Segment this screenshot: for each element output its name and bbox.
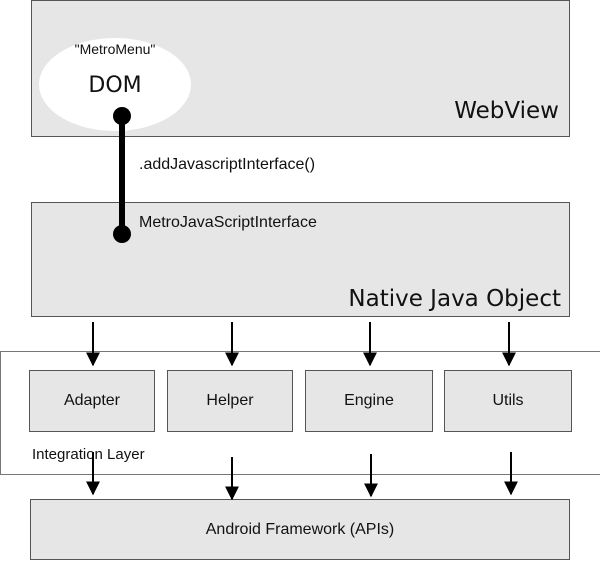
native-java-object-title: Native Java Object (348, 286, 561, 312)
metro-javascript-interface-label: MetroJavaScriptInterface (139, 214, 317, 231)
helper-module: Helper (167, 370, 293, 432)
adapter-module: Adapter (29, 370, 155, 432)
engine-module: Engine (305, 370, 433, 432)
webview-title: WebView (454, 98, 559, 124)
integration-layer-label: Integration Layer (32, 446, 145, 463)
utils-module: Utils (444, 370, 572, 432)
dom-label: DOM (88, 73, 142, 98)
android-framework-box: Android Framework (APIs) (30, 499, 570, 560)
dom-caption: "MetroMenu" (74, 41, 156, 57)
add-javascript-interface-label: .addJavascriptInterface() (139, 156, 316, 173)
native-java-object-box: Native Java Object (31, 202, 570, 317)
integration-layer-frame (0, 351, 600, 475)
